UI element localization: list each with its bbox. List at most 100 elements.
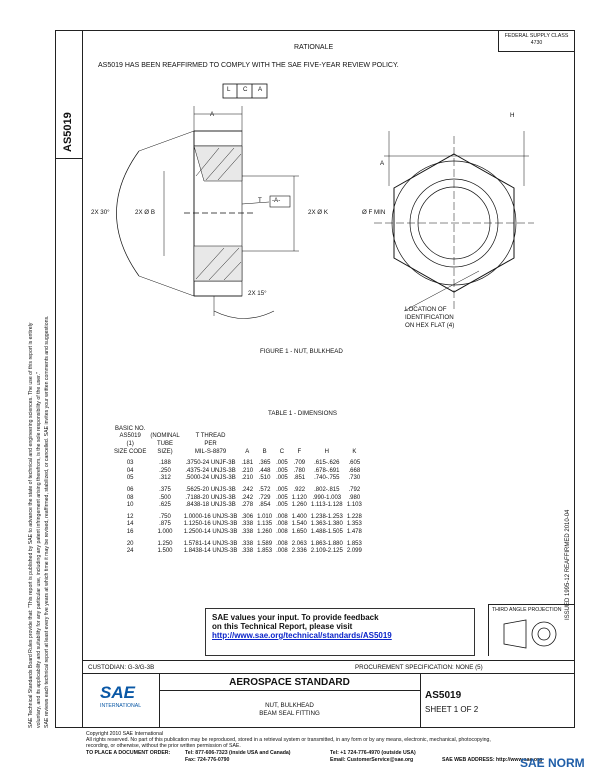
third-angle-box xyxy=(488,604,575,656)
table-cell: .875 xyxy=(159,521,171,528)
table-cell: .5000-24 UNJS-3B xyxy=(185,475,236,482)
rationale-text: AS5019 HAS BEEN REAFFIRMED TO COMPLY WIT… xyxy=(98,62,399,69)
table-cell: .005 xyxy=(276,494,288,501)
table-cell: 12 xyxy=(126,513,134,520)
watermark: SAE NORM xyxy=(520,756,585,770)
table-cell: .242 xyxy=(241,486,254,493)
table-cell: 1.478 xyxy=(346,528,362,535)
table-cell: .338 xyxy=(241,528,254,535)
table-cell: .448 xyxy=(258,467,271,474)
table-cell: 1.2500-14 UNJS-3B xyxy=(183,528,238,535)
datum-frame xyxy=(222,83,268,99)
fax: Fax: 724-776-0790 xyxy=(185,757,230,763)
table-cell: .005 xyxy=(276,467,288,474)
datum-c: C xyxy=(243,86,248,93)
page-frame xyxy=(55,30,575,728)
table-cell: 1.853 xyxy=(257,548,273,555)
table-cell: 1.5781-14 UNJS-3B xyxy=(183,540,238,547)
table-cell: .188 xyxy=(159,460,171,467)
feedback-link[interactable]: http://www.sae.org/technical/standards/A… xyxy=(212,631,392,640)
table-cell: .181 xyxy=(241,460,254,467)
table-cell: 1.010 xyxy=(257,513,273,520)
table-cell: 1.1250-16 UNJS-3B xyxy=(183,521,238,528)
th-b: B xyxy=(262,448,267,455)
table-cell: 1.8438-14 UNJS-3B xyxy=(183,548,238,555)
rights-1: All rights reserved. No part of this pub… xyxy=(86,737,491,743)
table-cell: 1.260 xyxy=(291,502,307,509)
table-cell: 1.540 xyxy=(291,521,307,528)
order-label: TO PLACE A DOCUMENT ORDER: xyxy=(86,750,171,756)
th-basic-2: AS5019 xyxy=(119,433,141,440)
nut-name-1: NUT, BULKHEAD xyxy=(265,702,314,709)
table-cell: 10 xyxy=(126,502,134,509)
dim-a2-label: A xyxy=(380,160,385,167)
table-cell: .922 xyxy=(293,486,306,493)
sae-logo-sub: INTERNATIONAL xyxy=(100,703,142,709)
table-cell: .851 xyxy=(293,475,306,482)
table-cell: 1.135 xyxy=(257,521,273,528)
divider xyxy=(83,673,575,674)
location-line-1: LOCATION OF xyxy=(405,306,447,313)
table-cell: .005 xyxy=(276,502,288,509)
table-cell: .668 xyxy=(348,467,361,474)
th-tube-3: SIZE) xyxy=(157,448,173,455)
legal-line-2: voluntary, and its applicability and sui… xyxy=(36,372,42,728)
nut-name-2: BEAM SEAL FITTING xyxy=(259,710,320,717)
tel-2: Tel: +1 724-776-4970 (outside USA) xyxy=(330,750,416,756)
table-cell: 1.363-1.380 xyxy=(310,521,343,528)
table-cell: .678-.691 xyxy=(314,467,340,474)
divider xyxy=(55,158,83,159)
datum-a: A xyxy=(258,86,263,93)
table-cell: 1.853 xyxy=(346,540,362,547)
table-cell: .005 xyxy=(276,475,288,482)
table-cell: .210 xyxy=(241,475,254,482)
aerospace-standard: AEROSPACE STANDARD xyxy=(229,677,350,688)
table-cell: .500 xyxy=(159,494,171,501)
left-column xyxy=(55,30,83,728)
figure-1-drawing xyxy=(116,83,534,319)
table-cell: .740-.755 xyxy=(314,475,340,482)
rights-2: recording, or otherwise, without the pri… xyxy=(86,743,241,749)
th-tube-1: (NOMINAL xyxy=(150,433,180,440)
th-k: K xyxy=(352,448,357,455)
table-cell: 2.063 xyxy=(291,540,307,547)
table-cell: .854 xyxy=(258,502,271,509)
table-cell: 1.113-1.128 xyxy=(311,502,343,509)
table-cell: 1.250 xyxy=(157,540,173,547)
table-cell: 05 xyxy=(126,475,134,482)
table-cell: .625 xyxy=(159,502,171,509)
table-cell: .242 xyxy=(241,494,254,501)
email: Email: CustomerService@sae.org xyxy=(330,757,414,763)
table-cell: .5625-20 UNJS-3B xyxy=(185,486,236,493)
table-cell: 1.0000-16 UNJS-3B xyxy=(183,513,238,520)
doc-number-vertical: AS5019 xyxy=(62,112,74,152)
table-cell: 1.650 xyxy=(291,528,307,535)
third-angle-symbol xyxy=(503,619,557,649)
table-cell: .990-1.003 xyxy=(312,494,342,501)
feedback-line-2: on this Technical Report, please visit xyxy=(212,622,353,631)
table-cell: .729 xyxy=(258,494,271,501)
sae-logo: SAE xyxy=(100,683,135,702)
th-basic-3: (1) xyxy=(126,440,134,447)
dim-30-label: 2X 30° xyxy=(91,209,110,216)
table-cell: .792 xyxy=(348,486,361,493)
divider xyxy=(420,673,421,728)
table-cell: .7188-20 UNJS-3B xyxy=(185,494,236,501)
table-cell: 1.500 xyxy=(157,548,173,555)
table-row: 03.188.3750-24 UNJF-3B.181.365.005.709.6… xyxy=(112,459,364,467)
table-cell: .338 xyxy=(241,521,254,528)
table-cell: .802-.815 xyxy=(314,486,340,493)
table-title: TABLE 1 - DIMENSIONS xyxy=(268,410,337,417)
table-row: 04.250.4375-24 UNJS-3B.210.448.005.780.6… xyxy=(112,467,364,475)
table-cell: 1.488-1.505 xyxy=(310,528,343,535)
th-thread-1: T THREAD xyxy=(195,433,226,440)
table-cell: .980 xyxy=(348,494,361,501)
table-cell: 1.120 xyxy=(291,494,307,501)
table-cell: .005 xyxy=(276,486,288,493)
datum-l: L xyxy=(227,86,231,93)
feedback-box: SAE values your input. To provide feedba… xyxy=(205,608,475,656)
